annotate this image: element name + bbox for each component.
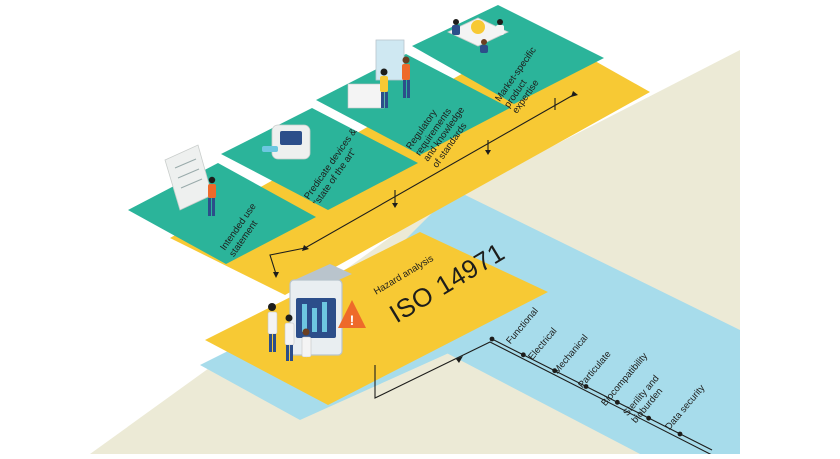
- category-rail: [489, 337, 713, 451]
- team-table-illustration: [447, 17, 509, 53]
- category-dot: [677, 431, 683, 437]
- category-dot: [583, 384, 589, 389]
- flow-lines: [269, 93, 713, 456]
- scientists-illustration: [267, 303, 312, 372]
- category-dot: [614, 399, 620, 405]
- category-dot: [520, 352, 526, 358]
- flow-line-categories: [374, 341, 713, 456]
- hazard-analysis-machine: [289, 264, 352, 356]
- warning-symbol: !: [350, 312, 355, 328]
- tile-regulatory: [316, 54, 510, 155]
- category-dots: [489, 336, 683, 437]
- flow-arrowheads: [273, 91, 578, 363]
- glucose-meter-illustration: [262, 124, 311, 160]
- tile-predicate-devices: [221, 108, 418, 210]
- category-dot: [489, 336, 495, 342]
- regulatory-workers-illustration: [347, 39, 410, 109]
- document-clipboard-illustration: [164, 144, 216, 216]
- flow-line-inputs: [269, 93, 576, 275]
- category-dot: [552, 368, 558, 374]
- warning-icon: [338, 300, 366, 328]
- category-dot: [646, 415, 652, 421]
- yellow-hazard-platform: [205, 232, 548, 405]
